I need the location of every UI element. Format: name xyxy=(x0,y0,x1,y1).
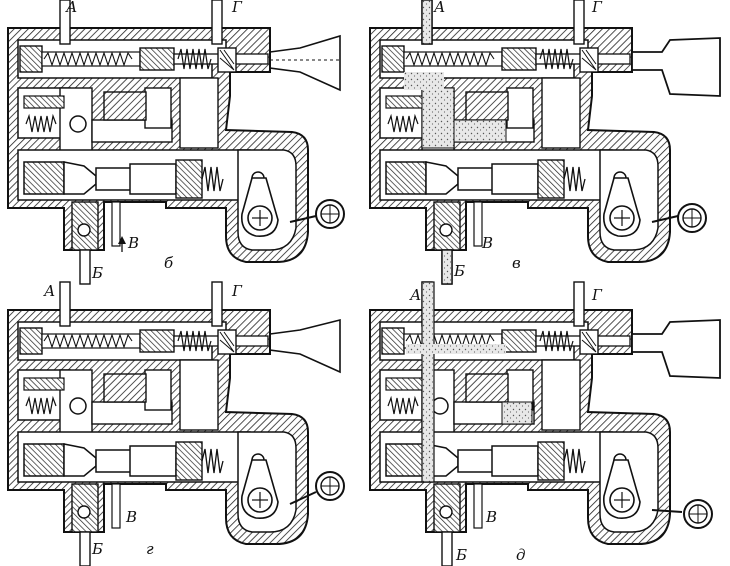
panel-g: А Г В Б г xyxy=(7,281,345,566)
port-g-label: Г xyxy=(591,286,603,304)
port-b-label: Б xyxy=(91,264,103,282)
panel-caption: д xyxy=(516,546,526,564)
port-g-label: Г xyxy=(591,0,603,16)
panel-v: А Г В Б в xyxy=(369,0,721,285)
port-g-label: Г xyxy=(231,0,243,16)
port-b-label: Б xyxy=(453,262,465,280)
port-v-label: В xyxy=(125,508,137,526)
port-v-label: В xyxy=(485,508,497,526)
port-v-label: В xyxy=(127,234,139,252)
port-b-label: Б xyxy=(455,546,467,564)
panel-caption: в xyxy=(512,254,521,272)
panel-caption: б xyxy=(164,254,174,272)
port-g-label: Г xyxy=(231,282,243,300)
port-b-label: Б xyxy=(91,540,103,558)
panel-caption: г xyxy=(146,540,154,558)
port-v-label: В xyxy=(481,234,493,252)
port-a-label: А xyxy=(65,0,77,16)
port-a-label: А xyxy=(43,282,55,300)
panel-d: А Г В Б д xyxy=(369,281,721,566)
port-a-label: А xyxy=(433,0,445,16)
panel-b: А Г В Б б xyxy=(7,0,345,285)
port-a-label: А xyxy=(409,286,421,304)
